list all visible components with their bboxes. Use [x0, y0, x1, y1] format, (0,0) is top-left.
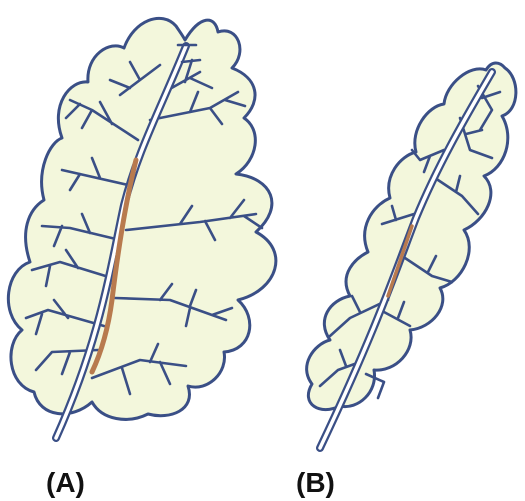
panel-label-b: (B) [296, 467, 335, 498]
panel-label-a: (A) [46, 467, 85, 498]
leaf-a [8, 18, 276, 438]
leaf-b [307, 63, 516, 448]
